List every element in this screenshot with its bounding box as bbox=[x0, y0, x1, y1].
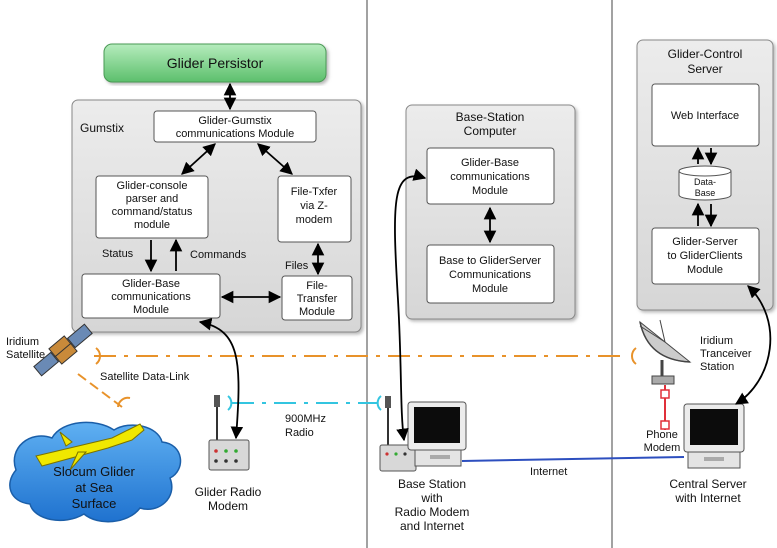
central-server-label-2: with Internet bbox=[674, 491, 741, 505]
database-cylinder bbox=[678, 165, 732, 201]
gumstix-base-comm-module bbox=[81, 273, 221, 319]
gumstix-base-comm-line2: communications bbox=[111, 291, 191, 303]
base-to-server-line3: Module bbox=[472, 283, 508, 295]
curved-connectors bbox=[198, 168, 772, 442]
satellite-data-link bbox=[77, 347, 637, 411]
base-station-computer-title-2: Computer bbox=[464, 124, 517, 138]
central-server-label-1: Central Server bbox=[669, 477, 746, 491]
base-comm-line3: Module bbox=[472, 185, 508, 197]
gumstix-comm-module bbox=[153, 110, 317, 143]
gumstix-arrows bbox=[144, 82, 325, 304]
database-line1: Data- bbox=[694, 177, 716, 187]
iridium-station-label-1: Iridium bbox=[700, 335, 733, 347]
status-label: Status bbox=[102, 248, 134, 260]
phone-link bbox=[660, 385, 670, 430]
iridium-station-label-2: Tranceiver bbox=[700, 348, 752, 360]
phone-modem-label-1: Phone bbox=[646, 429, 678, 441]
base-comm-module bbox=[426, 147, 555, 205]
central-server-computer-icon bbox=[683, 403, 745, 469]
gumstix-comm-module-line2: communications Module bbox=[176, 128, 295, 140]
web-interface-box bbox=[651, 83, 760, 147]
gumstix-comm-module-line1: Glider-Gumstix bbox=[198, 115, 272, 127]
file-txfer-module bbox=[277, 175, 352, 243]
file-transfer-line3: Module bbox=[299, 306, 335, 318]
glider-radio-modem-icon bbox=[208, 395, 250, 471]
console-parser-line1: Glider-console bbox=[117, 180, 188, 192]
file-txfer-line1: File-Txfer bbox=[291, 186, 338, 198]
base-station-label-3: Radio Modem bbox=[395, 505, 470, 519]
radio-link-label-2: Radio bbox=[285, 427, 314, 439]
slocum-label-1: Slocum Glider bbox=[53, 464, 135, 479]
slocum-label-3: Surface bbox=[72, 496, 117, 511]
base-to-server-line1: Base to GliderServer bbox=[439, 255, 541, 267]
control-server-title-2: Server bbox=[687, 62, 722, 76]
iridium-dish-icon bbox=[639, 319, 692, 385]
web-interface-label: Web Interface bbox=[671, 110, 739, 122]
internet-link bbox=[461, 456, 685, 462]
console-parser-line4: module bbox=[134, 219, 170, 231]
glider-wing-bottom bbox=[69, 451, 88, 471]
base-station-computer-icon bbox=[379, 396, 467, 472]
glider-control-server-panel: Glider-Control Server Web Interface Data… bbox=[636, 39, 774, 311]
database-line2: Base bbox=[695, 188, 716, 198]
satellite-icon bbox=[33, 323, 93, 377]
slocum-label-2: at Sea bbox=[75, 480, 113, 495]
base-to-server-module bbox=[426, 244, 555, 304]
base-station-label-2: with bbox=[420, 491, 442, 505]
base-station-label-1: Base Station bbox=[398, 477, 466, 491]
glider-shape bbox=[35, 423, 145, 467]
radio-link-label-1: 900MHz bbox=[285, 413, 326, 425]
glider-radio-modem-label-2: Modem bbox=[208, 499, 248, 513]
base-comm-line2: communications bbox=[450, 171, 530, 183]
base-station-computer-panel: Base-Station Computer Glider-Base commun… bbox=[405, 104, 576, 320]
satellite-label-2: Satellite bbox=[6, 349, 45, 361]
server-clients-line2: to GliderClients bbox=[667, 250, 743, 262]
console-parser-line2: parser and bbox=[126, 193, 179, 205]
file-txfer-line2: via Z- bbox=[300, 200, 328, 212]
satellite-label-1: Iridium bbox=[6, 336, 39, 348]
server-to-computer-connector bbox=[734, 285, 772, 405]
console-parser-line3: command/status bbox=[112, 206, 193, 218]
gumstix-base-comm-line1: Glider-Base bbox=[122, 278, 180, 290]
file-txfer-line3: modem bbox=[296, 214, 333, 226]
satellite-link-label: Satellite Data-Link bbox=[100, 371, 190, 383]
gumstix-title: Gumstix bbox=[80, 121, 124, 135]
base-station-label-4: and Internet bbox=[400, 519, 465, 533]
console-parser-module bbox=[95, 175, 209, 239]
server-clients-line1: Glider-Server bbox=[672, 236, 738, 248]
glider-radio-modem-label-1: Glider Radio bbox=[195, 485, 262, 499]
file-transfer-line1: File- bbox=[306, 280, 328, 292]
base-station-computer-title-1: Base-Station bbox=[456, 110, 525, 124]
base-comm-line1: Glider-Base bbox=[461, 157, 519, 169]
base-to-server-line2: Communications bbox=[449, 269, 531, 281]
gumstix-base-comm-line3: Module bbox=[133, 304, 169, 316]
glider-persistor-box: Glider Persistor bbox=[103, 43, 327, 83]
gumstix-panel: Gumstix Glider-Gumstix communications Mo… bbox=[71, 99, 362, 333]
iridium-station-label-3: Station bbox=[700, 361, 734, 373]
files-label: Files bbox=[285, 260, 309, 272]
control-server-arrows bbox=[691, 146, 718, 228]
server-clients-module bbox=[651, 227, 760, 285]
phone-modem-label-2: Modem bbox=[644, 442, 681, 454]
slocum-glider-illustration bbox=[9, 421, 182, 523]
glider-wing-top bbox=[59, 431, 73, 447]
water-blob bbox=[9, 421, 182, 523]
commands-label: Commands bbox=[190, 249, 247, 261]
control-server-title-1: Glider-Control bbox=[668, 47, 743, 61]
file-transfer-line2: Transfer bbox=[297, 293, 338, 305]
radio-link bbox=[227, 395, 382, 411]
gumstix-to-radio-connector bbox=[198, 318, 244, 440]
internet-label: Internet bbox=[530, 466, 567, 478]
base-comm-to-modem-connector bbox=[394, 168, 427, 442]
file-transfer-module bbox=[281, 275, 353, 321]
server-clients-line3: Module bbox=[687, 264, 723, 276]
glider-persistor-label: Glider Persistor bbox=[167, 55, 264, 71]
